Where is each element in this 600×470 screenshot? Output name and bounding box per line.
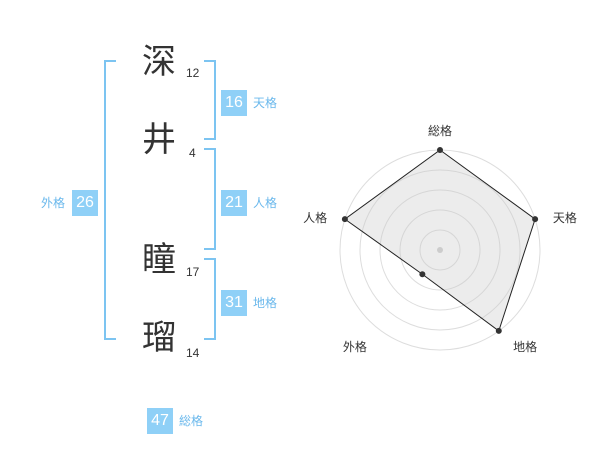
name-char-1: 深 [142, 42, 176, 82]
jinkaku-bracket [204, 148, 216, 250]
chikaku-label: 地格 [253, 296, 278, 310]
chikaku-bracket [204, 258, 216, 340]
radar-ring-4 [359, 169, 521, 331]
stroke-count-4: 14 [186, 346, 200, 360]
name-char-4: 瑠 [142, 318, 176, 358]
radar-point-1 [437, 147, 443, 153]
radar-ring-2 [399, 209, 481, 291]
radar-point-4 [419, 271, 426, 278]
soukaku-score: 47 [147, 408, 173, 434]
stroke-count-3: 17 [186, 265, 200, 279]
gaikaku-score: 26 [72, 190, 98, 216]
radar-point-2 [532, 216, 539, 223]
radar-data-polygon [344, 149, 536, 332]
chikaku-score: 31 [221, 290, 247, 316]
radar-center-dot [437, 247, 443, 253]
radar-point-3 [495, 327, 502, 334]
radar-axis-label-3: 地格 [513, 339, 537, 354]
radar-point-5 [341, 216, 348, 223]
jinkaku-score: 21 [221, 190, 247, 216]
gaikaku-label: 外格 [41, 196, 66, 210]
stroke-count-1: 12 [186, 66, 200, 80]
radar-axis-label-4: 外格 [343, 339, 367, 354]
tenkaku-score: 16 [221, 90, 247, 116]
radar-axis-label-1: 総格 [428, 123, 452, 138]
name-char-3: 瞳 [142, 240, 176, 280]
radar-ring-1 [419, 229, 461, 271]
tenkaku-bracket [204, 60, 216, 140]
gaikaku-bracket [104, 60, 116, 340]
radar-ring-3 [379, 189, 501, 311]
soukaku-label: 総格 [179, 414, 204, 428]
name-char-2: 井 [142, 120, 176, 160]
radar-axis-label-2: 天格 [553, 210, 577, 225]
radar-axis-label-5: 人格 [303, 210, 327, 225]
jinkaku-label: 人格 [253, 196, 278, 210]
stroke-count-2: 4 [189, 146, 196, 160]
tenkaku-label: 天格 [253, 96, 278, 110]
